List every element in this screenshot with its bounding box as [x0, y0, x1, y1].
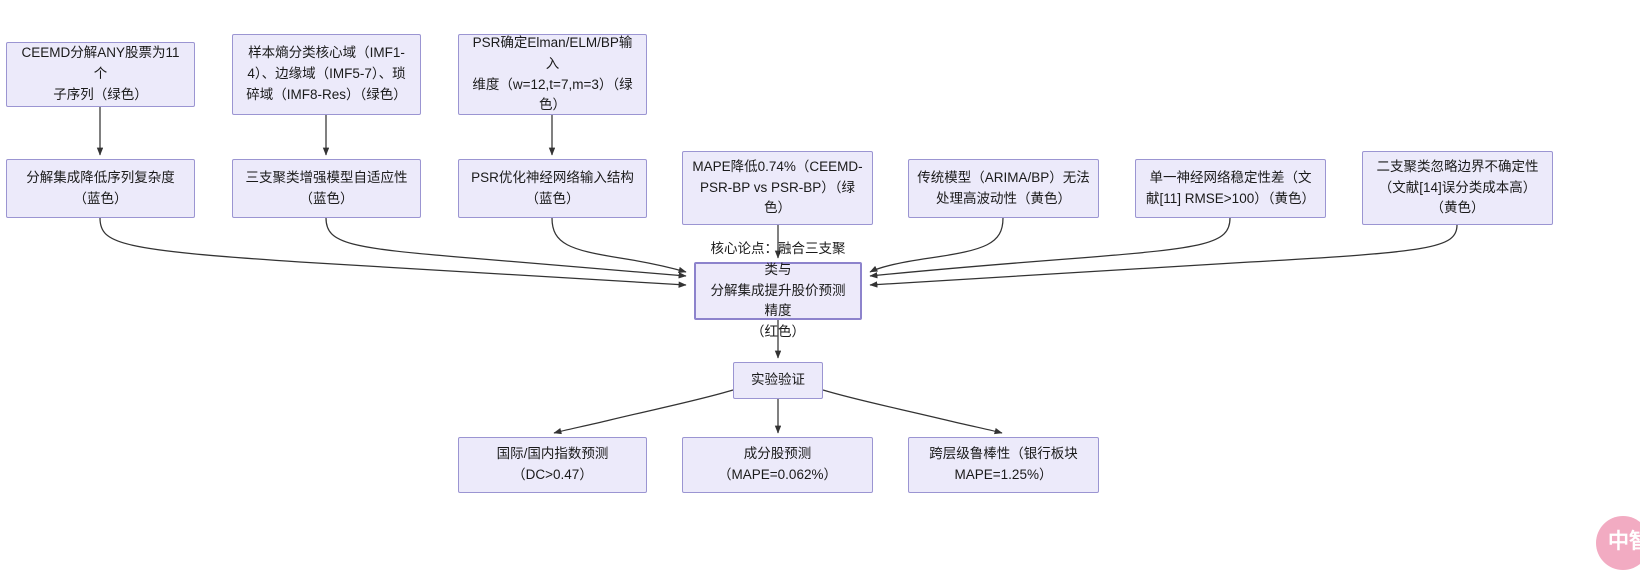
watermark-logo: 中智 [1596, 516, 1640, 570]
node-label: 成分股预测 （MAPE=0.062%） [718, 446, 837, 482]
edge-input-to-core [551, 217, 687, 274]
node-two-way-clustering-boundary[interactable]: 二支聚类忽略边界不确定性 （文献[14]误分类成本高） （黄色） [1362, 151, 1553, 225]
node-label: 传统模型（ARIMA/BP）无法 处理高波动性（黄色） [917, 169, 1090, 206]
node-label: 国际/国内指数预测 （DC>0.47） [496, 446, 609, 482]
node-label: 实验验证 [751, 372, 805, 388]
node-psr-optimizes-network-input[interactable]: PSR优化神经网络输入结构 （蓝色） [458, 159, 647, 218]
node-mape-reduction[interactable]: MAPE降低0.74%（CEEMD- PSR-BP vs PSR-BP）（绿 色… [682, 151, 873, 225]
node-constituent-stock-forecast[interactable]: 成分股预测 （MAPE=0.062%） [682, 437, 873, 493]
edge-instability-to-core [869, 217, 1231, 279]
node-label: 分解集成降低序列复杂度 （蓝色） [26, 169, 175, 206]
node-three-way-clustering-adaptive[interactable]: 三支聚类增强模型自适应性 （蓝色） [232, 159, 421, 218]
edge-threeway-to-core [325, 217, 687, 279]
node-index-forecast[interactable]: 国际/国内指数预测 （DC>0.47） [458, 437, 647, 493]
node-psr-input-dimension[interactable]: PSR确定Elman/ELM/BP输入 维度（w=12,t=7,m=3）（绿 色… [458, 34, 647, 115]
node-decomposition-reduces-complexity[interactable]: 分解集成降低序列复杂度 （蓝色） [6, 159, 195, 218]
edge-validation-to-index [553, 389, 734, 435]
node-cross-level-robustness[interactable]: 跨层级鲁棒性（银行板块 MAPE=1.25%） [908, 437, 1099, 493]
node-label: 核心论点：融合三支聚类与 分解集成提升股价预测精度 （红色） [710, 240, 846, 340]
node-label: 三支聚类增强模型自适应性 （蓝色） [245, 169, 408, 206]
node-label: 跨层级鲁棒性（银行板块 MAPE=1.25%） [929, 446, 1078, 482]
node-experimental-validation[interactable]: 实验验证 [733, 362, 823, 399]
node-label: 样本熵分类核心域（IMF1- 4）、边缘域（IMF5-7）、琐 碎域（IMF8-… [246, 45, 407, 102]
node-label: PSR优化神经网络输入结构 （蓝色） [471, 169, 634, 206]
node-label: MAPE降低0.74%（CEEMD- PSR-BP vs PSR-BP）（绿 色… [692, 158, 863, 216]
edge-validation-to-robustness [822, 389, 1003, 435]
watermark-text: 中智 [1608, 529, 1640, 553]
node-label: 二支聚类忽略边界不确定性 （文献[14]误分类成本高） （黄色） [1376, 158, 1539, 216]
node-core-claim[interactable]: 核心论点：融合三支聚类与 分解集成提升股价预测精度 （红色） [694, 241, 862, 339]
node-label: 单一神经网络稳定性差（文 献[11] RMSE>100）（黄色） [1146, 169, 1315, 206]
node-label: PSR确定Elman/ELM/BP输入 维度（w=12,t=7,m=3）（绿 色… [472, 34, 633, 113]
edge-twoway-to-core [869, 224, 1458, 288]
node-traditional-model-limitation[interactable]: 传统模型（ARIMA/BP）无法 处理高波动性（黄色） [908, 159, 1099, 218]
node-ceemd-decompose[interactable]: CEEMD分解ANY股票为11个 子序列（绿色） [6, 42, 195, 107]
node-single-network-instability[interactable]: 单一神经网络稳定性差（文 献[11] RMSE>100）（黄色） [1135, 159, 1326, 218]
edge-traditional-to-core [869, 217, 1004, 273]
node-label: CEEMD分解ANY股票为11个 子序列（绿色） [21, 45, 180, 102]
edge-complexity-to-core [99, 217, 687, 288]
node-sample-entropy-cluster[interactable]: 样本熵分类核心域（IMF1- 4）、边缘域（IMF5-7）、琐 碎域（IMF8-… [232, 34, 421, 115]
